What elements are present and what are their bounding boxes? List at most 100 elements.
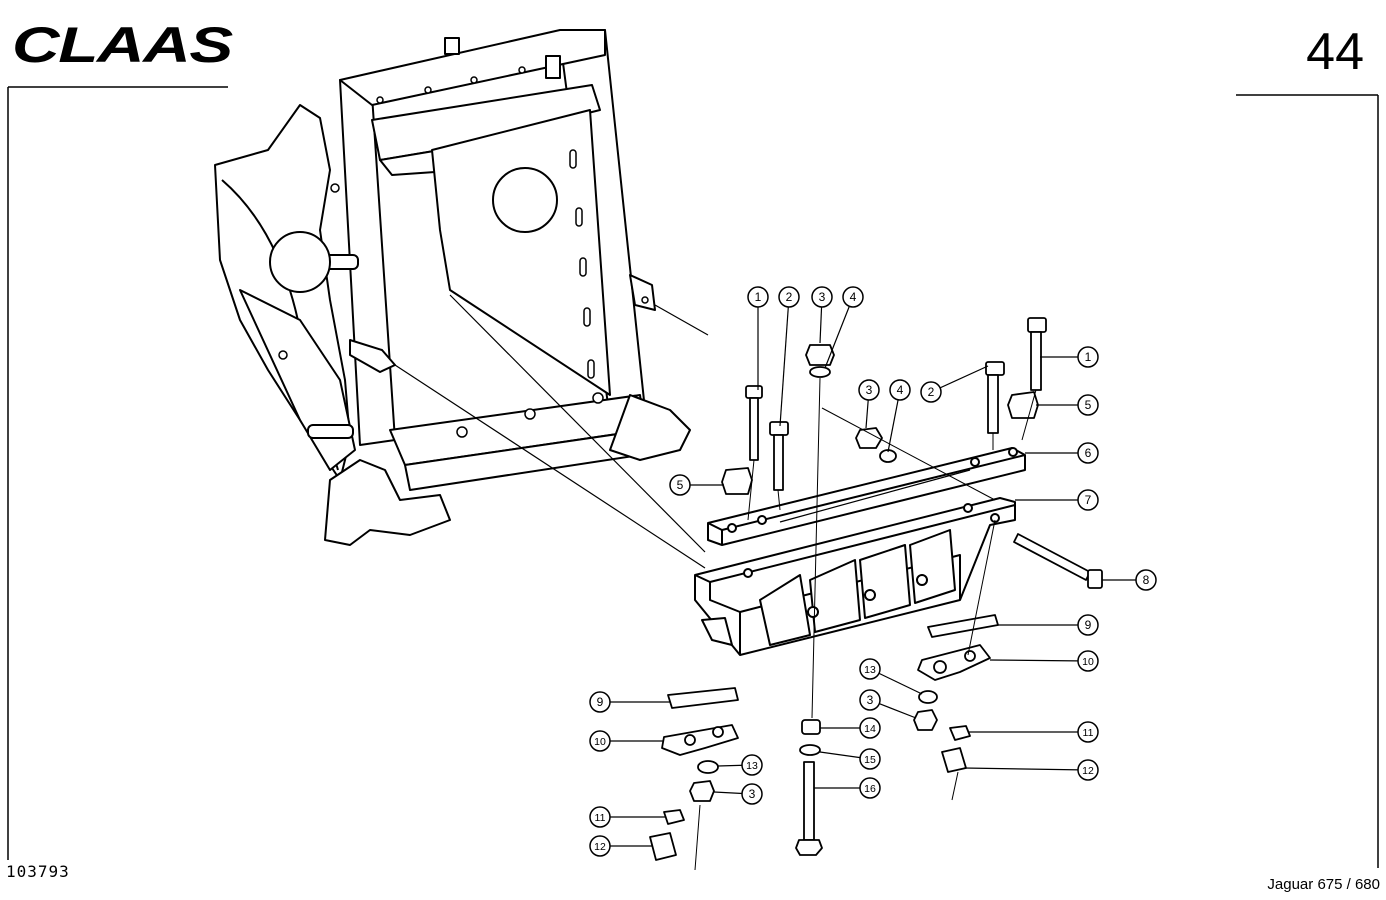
callout-label: 16 (864, 783, 876, 795)
callout-bubble (1077, 614, 1099, 636)
callout-c6: 6 (1025, 442, 1099, 464)
bracket-part-7 (694, 497, 1016, 656)
frame-back-panel (431, 109, 611, 396)
callout-bubble (747, 286, 769, 308)
top-tab (444, 37, 460, 55)
panel-hub (492, 167, 558, 233)
bolt-1-left (745, 385, 763, 399)
top-right-tab (545, 55, 561, 79)
callout-c3c: 3 (859, 689, 917, 719)
plate-9-right (927, 614, 999, 638)
callout-label: 11 (595, 812, 606, 824)
callout-c1a: 1 (747, 286, 769, 390)
drawing-number: 103793 (6, 862, 70, 881)
callout-bubble (920, 381, 942, 403)
fastener-axis-lines (694, 377, 1037, 871)
callout-label: 1 (1085, 350, 1092, 364)
callout-bubble (1077, 489, 1099, 511)
callout-c9b: 9 (998, 614, 1099, 636)
sleeve-12-right (941, 747, 967, 773)
callout-c9a: 9 (589, 691, 670, 713)
callout-c5b: 5 (1036, 394, 1099, 416)
callout-label: 13 (746, 760, 758, 772)
callout-label: 1 (755, 290, 762, 304)
bolt-2-right (985, 361, 1005, 376)
callout-label: 3 (749, 787, 756, 801)
main-frame-assembly (214, 29, 691, 546)
callout-label: 5 (1085, 398, 1092, 412)
callout-leader (779, 296, 790, 427)
upper-rail-part-6 (707, 447, 1026, 546)
callout-bubble (859, 658, 881, 680)
callout-bubble (1077, 721, 1099, 743)
callout-label: 2 (928, 385, 935, 399)
right-upper-mount (629, 274, 656, 311)
fasteners (649, 317, 1103, 861)
clamp-10-left (661, 724, 739, 756)
lower-bracket (324, 459, 451, 546)
callout-c15: 15 (819, 748, 881, 770)
plate-9-left (667, 687, 739, 709)
callout-bubble (859, 748, 881, 770)
callout-label: 12 (594, 841, 606, 853)
callout-bubble (589, 806, 611, 828)
callout-label: 3 (819, 290, 826, 304)
callout-label: 5 (677, 478, 684, 492)
callout-leader (963, 767, 1089, 771)
washer-15 (799, 744, 821, 756)
bolt-1-right (1027, 317, 1047, 333)
callout-c3b: 3 (858, 379, 880, 429)
model-label: Jaguar 675 / 680 (1267, 876, 1380, 893)
callout-c16: 16 (814, 777, 881, 799)
callout-bubble (1077, 394, 1099, 416)
callout-c12a: 12 (589, 835, 652, 857)
brand-logo: CLAAS (10, 17, 235, 73)
callout-bubble (741, 754, 763, 776)
lower-spindle (307, 424, 354, 439)
callout-label: 9 (597, 695, 604, 709)
callout-label: 7 (1085, 493, 1092, 507)
callout-c2b: 2 (920, 365, 989, 403)
page-number: 44 (1306, 23, 1364, 81)
callout-bubble (859, 717, 881, 739)
spacer-14 (801, 719, 821, 735)
callout-c8: 8 (1102, 569, 1157, 591)
nut-3-top (805, 344, 835, 366)
bolt-2-left (769, 421, 789, 436)
nut-3-lower-right (913, 709, 938, 731)
callout-bubble (669, 474, 691, 496)
callout-c1b: 1 (1040, 346, 1099, 368)
callout-label: 12 (1082, 765, 1094, 777)
callout-c11b: 11 (968, 721, 1099, 743)
nut-5-right (1007, 391, 1039, 419)
callout-c13b: 13 (859, 658, 923, 695)
callout-bubble (859, 777, 881, 799)
callout-label: 14 (864, 723, 876, 735)
callout-bubble (778, 286, 800, 308)
callout-c3d: 3 (713, 783, 763, 805)
callout-label: 2 (786, 290, 793, 304)
callout-bubble (1077, 346, 1099, 368)
callout-bubble (589, 730, 611, 752)
callout-c13a: 13 (717, 754, 763, 776)
bolt-16 (803, 761, 815, 841)
callout-c12b: 12 (963, 759, 1099, 781)
assembly-leader-lines (394, 294, 709, 569)
callout-bubble (859, 689, 881, 711)
nut-11-right (949, 725, 971, 741)
frame-holes (278, 66, 649, 438)
callout-c7: 7 (1015, 489, 1099, 511)
callout-label: 3 (866, 383, 873, 397)
callout-bubble (889, 379, 911, 401)
callout-label: 10 (1082, 656, 1094, 668)
callout-label: 4 (897, 383, 904, 397)
callout-c11a: 11 (589, 806, 666, 828)
callout-label: 11 (1083, 727, 1094, 739)
callout-c2a: 2 (778, 286, 800, 427)
callout-bubble (1077, 759, 1099, 781)
callout-leader (989, 659, 1089, 662)
right-foot-bracket (609, 394, 691, 461)
washer-4-top (809, 366, 831, 378)
nut-5-left (721, 467, 753, 495)
